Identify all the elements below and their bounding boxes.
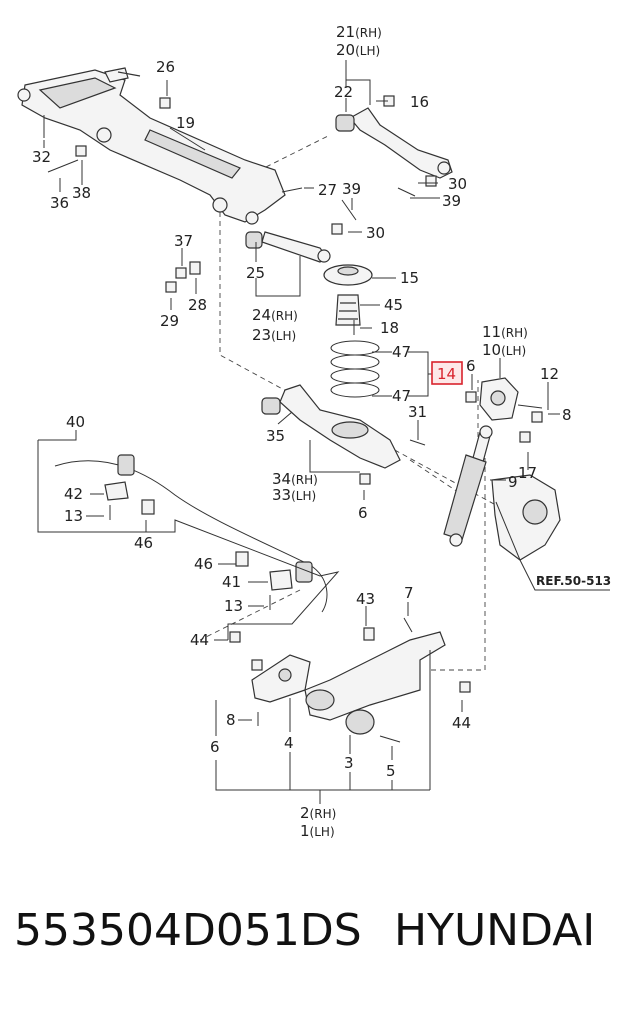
callout-42: 42 bbox=[64, 485, 83, 503]
shock-absorber-illustration bbox=[443, 425, 493, 547]
callout-47-upper: 47 bbox=[392, 343, 411, 361]
coil-spring-illustration bbox=[330, 340, 380, 398]
callout-9: 9 bbox=[508, 473, 518, 491]
callout-32: 32 bbox=[32, 148, 51, 166]
callout-29: 29 bbox=[160, 312, 179, 330]
leader-lines bbox=[38, 60, 610, 804]
trailing-arm-illustration bbox=[251, 631, 446, 735]
callout-1: 1(LH) bbox=[300, 822, 335, 840]
callout-39-upper: 39 bbox=[342, 180, 361, 198]
lower-arm-illustration bbox=[261, 384, 401, 469]
callout-2: 2(RH) bbox=[300, 804, 336, 822]
part-number: 553504D051DS bbox=[14, 905, 362, 956]
callout-labels: 21(RH) 20(LH) 22 16 26 19 32 36 38 27 39… bbox=[32, 23, 611, 840]
callout-31: 31 bbox=[408, 403, 427, 421]
callout-30-lower: 30 bbox=[366, 224, 385, 242]
callout-10: 10(LH) bbox=[482, 341, 526, 359]
callout-8-knuckle: 8 bbox=[562, 406, 572, 424]
callout-13-right: 13 bbox=[224, 597, 243, 615]
callout-21: 21(RH) bbox=[336, 23, 382, 41]
reference-label: REF.50-513 bbox=[536, 574, 611, 588]
callout-16: 16 bbox=[410, 93, 429, 111]
callout-45: 45 bbox=[384, 296, 403, 314]
callout-18: 18 bbox=[380, 319, 399, 337]
callout-30-upper: 30 bbox=[448, 175, 467, 193]
crossmember-illustration bbox=[17, 67, 286, 225]
callout-13-left: 13 bbox=[64, 507, 83, 525]
knuckle-illustration bbox=[479, 377, 561, 561]
callout-23: 23(LH) bbox=[252, 326, 296, 344]
callout-8-trailing: 8 bbox=[226, 711, 236, 729]
stabilizer-group-bracket bbox=[37, 440, 340, 640]
callout-3: 3 bbox=[344, 754, 354, 772]
callout-38: 38 bbox=[72, 184, 91, 202]
callout-24: 24(RH) bbox=[252, 306, 298, 324]
callout-44-left: 44 bbox=[190, 631, 209, 649]
callout-6-lower-arm: 6 bbox=[358, 504, 368, 522]
callout-46-right: 46 bbox=[194, 555, 213, 573]
callout-5: 5 bbox=[386, 762, 396, 780]
callout-4: 4 bbox=[284, 734, 294, 752]
callout-6-trailing: 6 bbox=[210, 738, 220, 756]
callout-46-left: 46 bbox=[134, 534, 153, 552]
callout-7: 7 bbox=[404, 584, 414, 602]
callout-27: 27 bbox=[318, 181, 337, 199]
callout-26: 26 bbox=[156, 58, 175, 76]
callout-44-right: 44 bbox=[452, 714, 471, 732]
callout-39-lower: 39 bbox=[442, 192, 461, 210]
callout-19: 19 bbox=[176, 114, 195, 132]
brand-name: HYUNDAI bbox=[394, 905, 596, 956]
callout-40: 40 bbox=[66, 413, 85, 431]
callout-22: 22 bbox=[334, 83, 353, 101]
callout-20: 20(LH) bbox=[336, 41, 380, 59]
callout-41: 41 bbox=[222, 573, 241, 591]
highlighted-part-box bbox=[431, 361, 463, 385]
part-info-footer: 553504D051DS HYUNDAI bbox=[14, 905, 614, 985]
callout-33: 33(LH) bbox=[272, 486, 316, 504]
callout-37: 37 bbox=[174, 232, 193, 250]
lateral-link-illustration bbox=[245, 231, 331, 263]
callout-28: 28 bbox=[188, 296, 207, 314]
spring-seat-illustration bbox=[323, 264, 373, 326]
callout-6-knuckle: 6 bbox=[466, 357, 476, 375]
suspension-exploded-diagram: 21(RH) 20(LH) 22 16 26 19 32 36 38 27 39… bbox=[17, 23, 611, 840]
callout-15: 15 bbox=[400, 269, 419, 287]
callout-12: 12 bbox=[540, 365, 559, 383]
hardware-illustrations bbox=[43, 71, 543, 743]
stabilizer-bar-illustration bbox=[54, 454, 328, 613]
callout-43: 43 bbox=[356, 590, 375, 608]
callout-35: 35 bbox=[266, 427, 285, 445]
callout-17: 17 bbox=[518, 464, 537, 482]
callout-14-highlighted: 14 bbox=[437, 365, 456, 383]
callout-47-lower: 47 bbox=[392, 387, 411, 405]
callout-34: 34(RH) bbox=[272, 470, 318, 488]
callout-11: 11(RH) bbox=[482, 323, 528, 341]
upper-arm-illustration bbox=[335, 107, 453, 179]
callout-25: 25 bbox=[246, 264, 265, 282]
callout-36: 36 bbox=[50, 194, 69, 212]
